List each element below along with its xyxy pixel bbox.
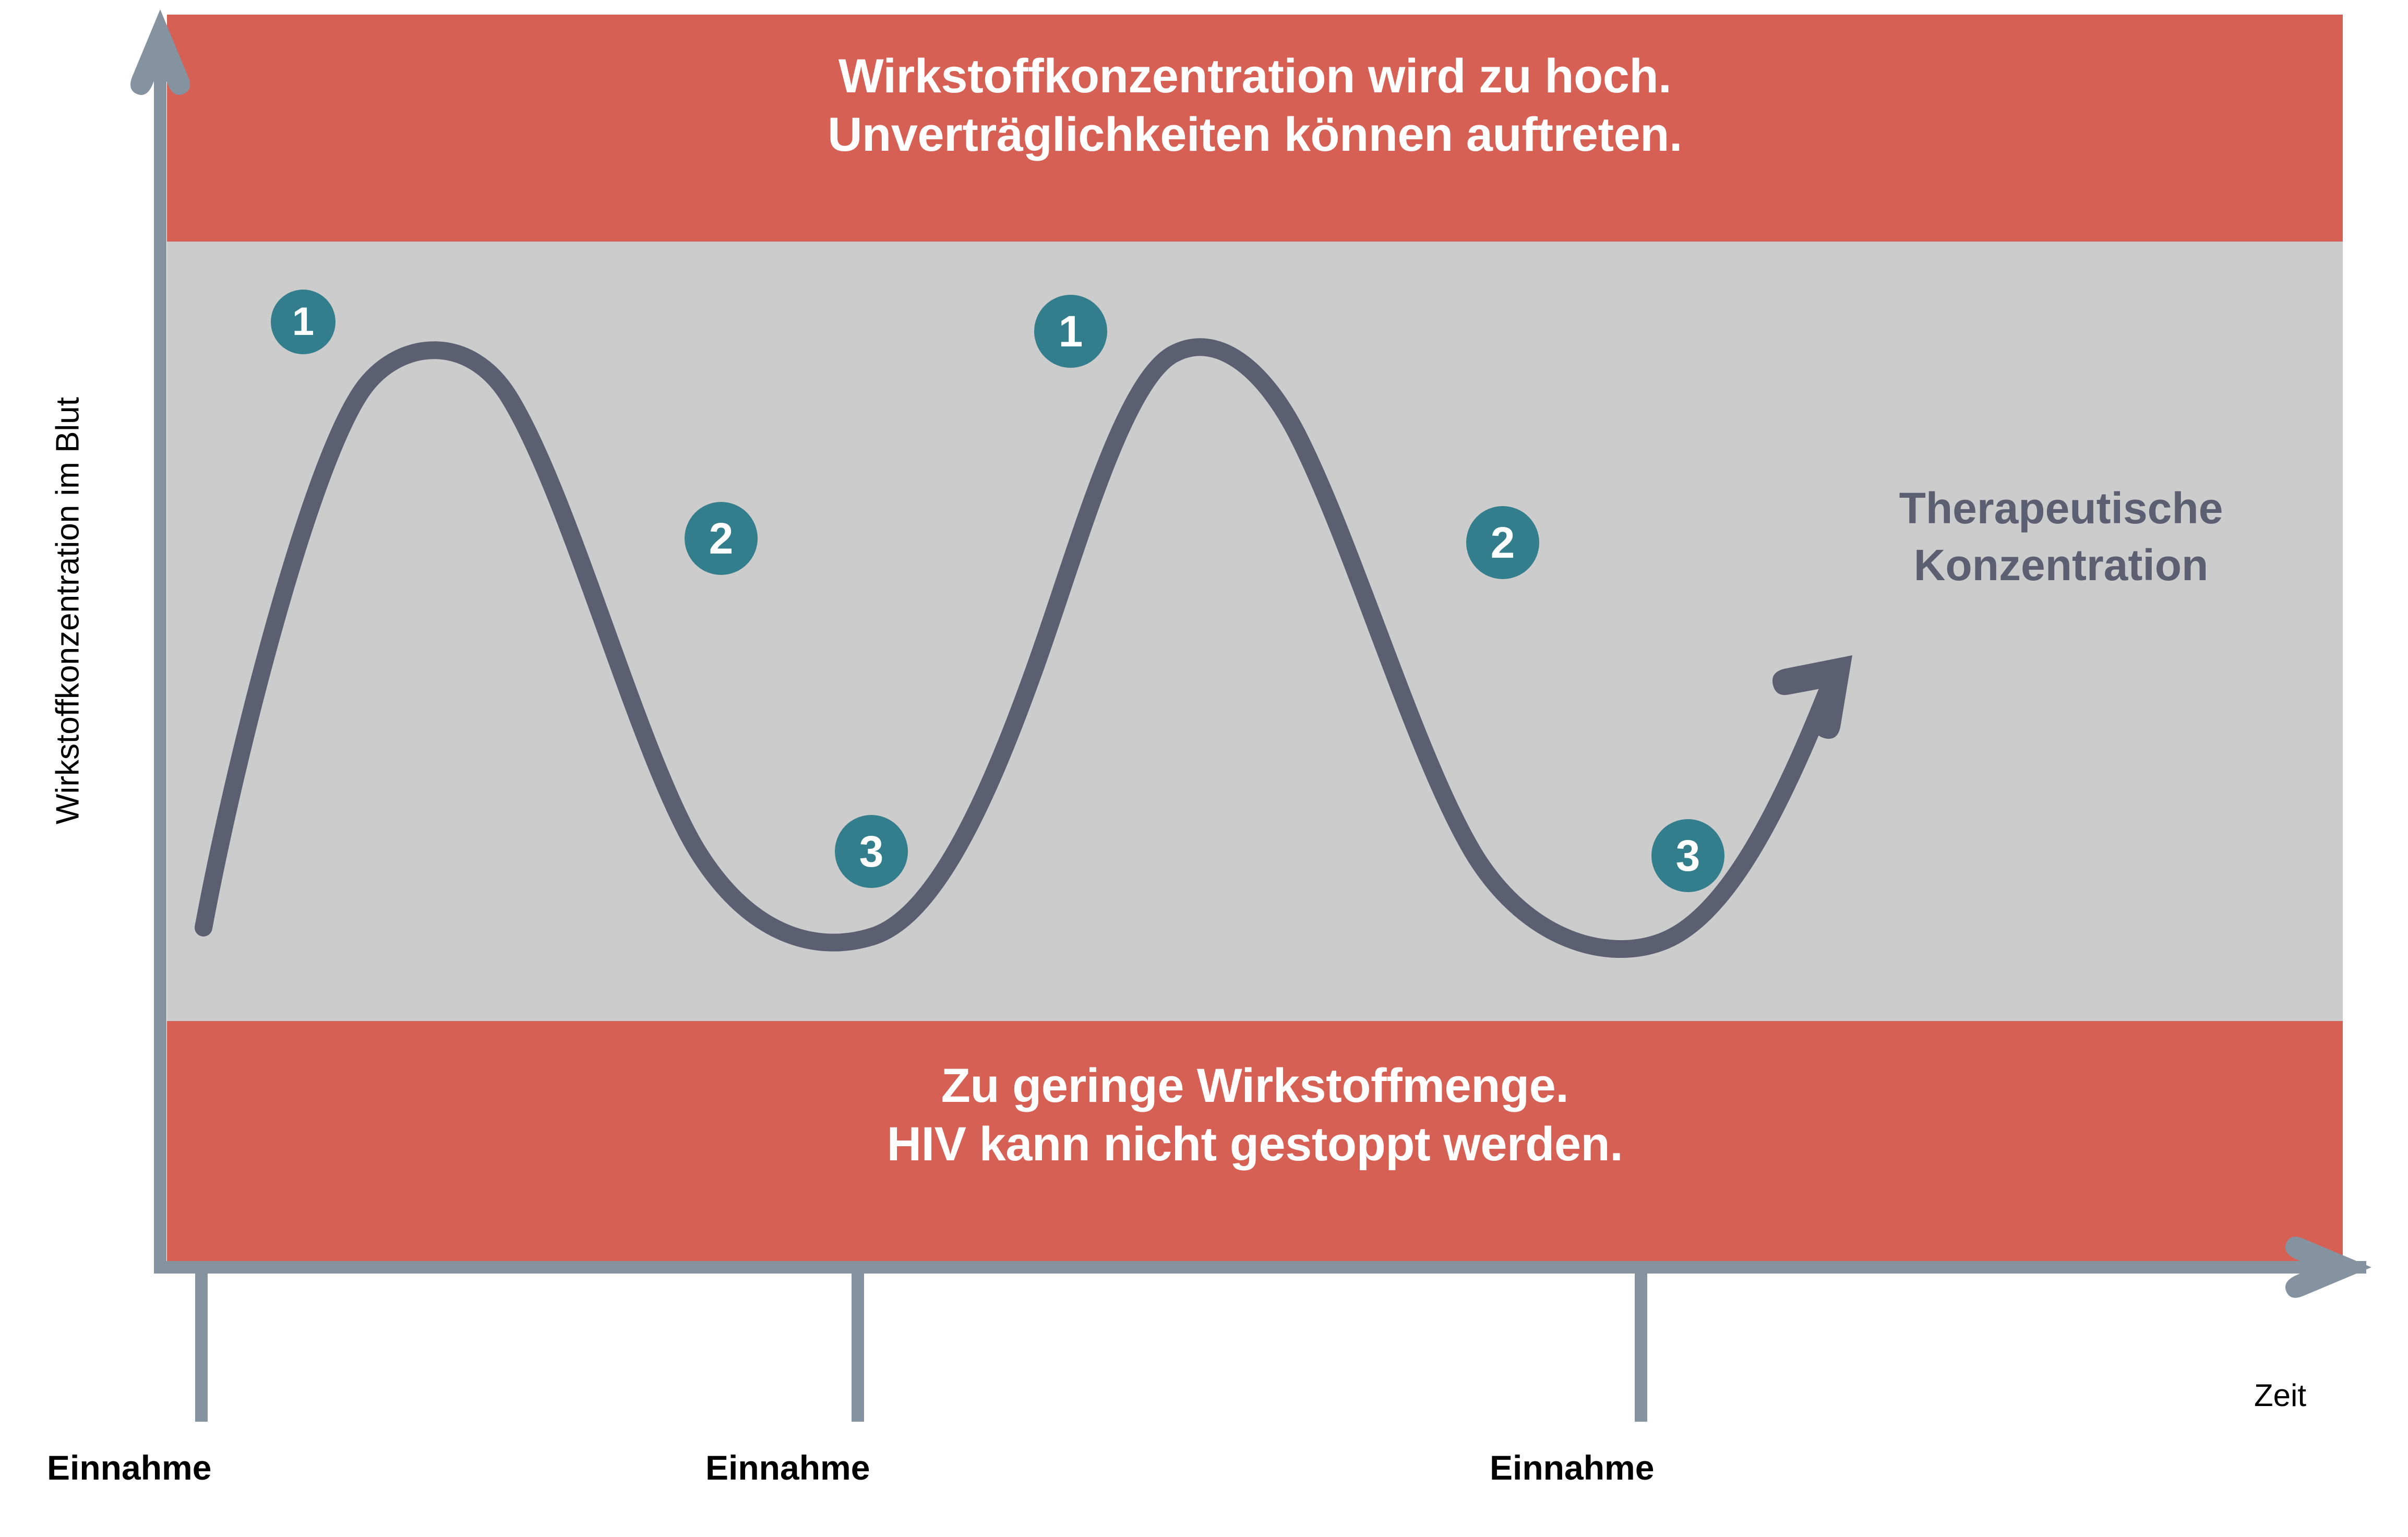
upper-band-line-1: Wirkstoffkonzentration wird zu hoch. <box>838 50 1672 103</box>
step-badge-1b: 1 <box>1034 295 1107 368</box>
step-badge-3b: 3 <box>1651 819 1724 892</box>
therapeutic-zone-label: Therapeutische Konzentration <box>1816 480 2306 594</box>
lower-band-line-1: Zu geringe Wirkstoffmenge. <box>941 1059 1569 1112</box>
lower-danger-band <box>167 1021 2343 1262</box>
step-badge-2a: 2 <box>685 502 758 575</box>
dose-label-2: Einnahme <box>705 1448 870 1487</box>
dose-tick-2 <box>1635 1273 1647 1422</box>
therapeutic-band <box>167 242 2343 1021</box>
x-axis-title: Zeit <box>2254 1378 2307 1413</box>
concentration-curve <box>195 338 1835 958</box>
lower-band-message: Zu geringe Wirkstoffmenge. HIV kann nich… <box>167 1056 2343 1173</box>
dose-label-1: Einnahme <box>47 1448 212 1487</box>
dose-label-3: Einnahme <box>1490 1448 1655 1487</box>
upper-band-line-2: Unverträglichkeiten können auftreten. <box>828 108 1682 162</box>
lower-band-line-2: HIV kann nicht gestoppt werden. <box>886 1118 1623 1171</box>
x-axis-line <box>154 1261 2366 1274</box>
x-axis-arrow-icon <box>2285 1236 2371 1298</box>
step-badge-3a: 3 <box>835 815 908 888</box>
step-badge-2b: 2 <box>1466 506 1539 579</box>
dose-tick-0 <box>195 1273 208 1422</box>
therapeutic-label-line-2: Konzentration <box>1913 541 2209 590</box>
y-axis-line <box>154 38 166 1273</box>
upper-danger-band <box>167 15 2343 242</box>
curve-arrow-icon <box>1772 655 1852 739</box>
upper-band-message: Wirkstoffkonzentration wird zu hoch. Unv… <box>167 47 2343 164</box>
y-axis-title: Wirkstoffkonzentration im Blut <box>50 397 86 824</box>
y-axis-arrow-icon <box>130 9 190 95</box>
step-badge-1a: 1 <box>271 290 336 354</box>
therapeutic-label-line-1: Therapeutische <box>1899 484 2223 533</box>
dose-tick-1 <box>852 1273 864 1422</box>
